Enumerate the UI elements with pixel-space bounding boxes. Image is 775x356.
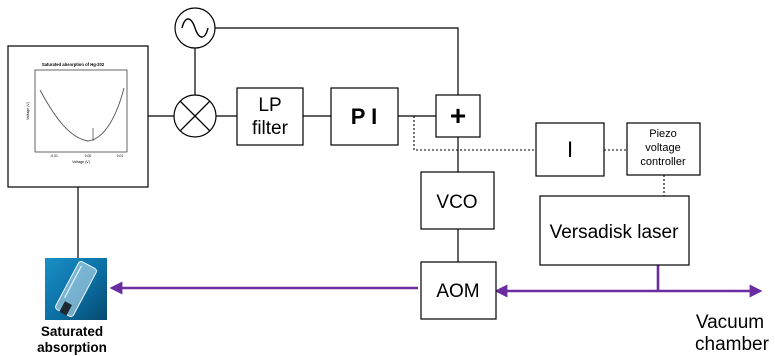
wires xyxy=(77,27,665,262)
aom-label: AOM xyxy=(436,281,479,302)
plot-title: Saturated absorption of Hg-202 xyxy=(42,62,105,67)
vco-block: VCO xyxy=(420,171,495,230)
pi-block: P I xyxy=(330,87,399,146)
vacuum-chamber-label-1: Vacuum xyxy=(696,312,764,333)
vco-label: VCO xyxy=(436,192,477,213)
sine-wave-icon xyxy=(181,18,209,38)
dotted-pi-integrator xyxy=(413,116,536,151)
multiplier-icon xyxy=(179,100,211,132)
laser-block: Versadisk laser xyxy=(539,195,690,266)
plot-xtick-0: -0.01 xyxy=(50,154,58,158)
piezo-label-1: Piezo xyxy=(649,128,677,140)
plot-xlabel: Voltage (V) xyxy=(72,160,90,164)
lp-filter-block: LP filter xyxy=(236,87,304,146)
vapor-cell-image xyxy=(45,258,107,320)
saturated-absorption-label-2: absorption xyxy=(37,340,107,355)
plot-xtick-1: 0.00 xyxy=(85,154,92,158)
oscillator xyxy=(174,7,216,49)
beams xyxy=(109,265,763,298)
integrator-block: I xyxy=(535,122,605,177)
aom-block: AOM xyxy=(420,261,497,320)
plot-frame xyxy=(34,69,128,153)
mixer xyxy=(173,94,217,138)
sum-block: + xyxy=(435,94,481,138)
vacuum-chamber-label-2: chamber xyxy=(695,334,770,355)
piezo-label-2: voltage xyxy=(645,142,680,154)
plot-xtick-2: 0.01 xyxy=(117,154,124,158)
piezo-label-3: controller xyxy=(640,156,686,168)
wire-osc-sum xyxy=(214,27,459,95)
absorption-plot-panel: Saturated absorption of Hg-202 Voltage (… xyxy=(7,45,149,188)
lp-filter-label-1: LP xyxy=(258,95,281,116)
plot-ylabel: Voltage (V) xyxy=(26,102,30,120)
lp-filter-label-2: filter xyxy=(252,118,289,139)
piezo-block: Piezo voltage controller xyxy=(626,122,701,176)
sum-label: + xyxy=(450,100,466,131)
pi-label: P I xyxy=(351,104,378,129)
integrator-label: I xyxy=(567,137,573,162)
laser-label: Versadisk laser xyxy=(550,222,680,243)
saturated-absorption-label-1: Saturated xyxy=(41,324,103,339)
absorption-curve xyxy=(39,87,125,142)
